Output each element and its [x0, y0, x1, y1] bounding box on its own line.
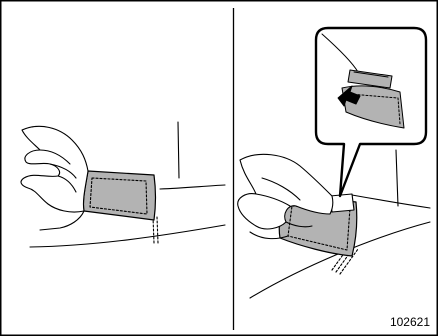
figure-number: 102621	[390, 315, 430, 329]
seat-outline-left	[178, 122, 179, 178]
right-panel	[238, 28, 430, 298]
hand-left	[21, 126, 88, 212]
left-panel	[21, 122, 225, 247]
release-tab	[330, 194, 354, 212]
